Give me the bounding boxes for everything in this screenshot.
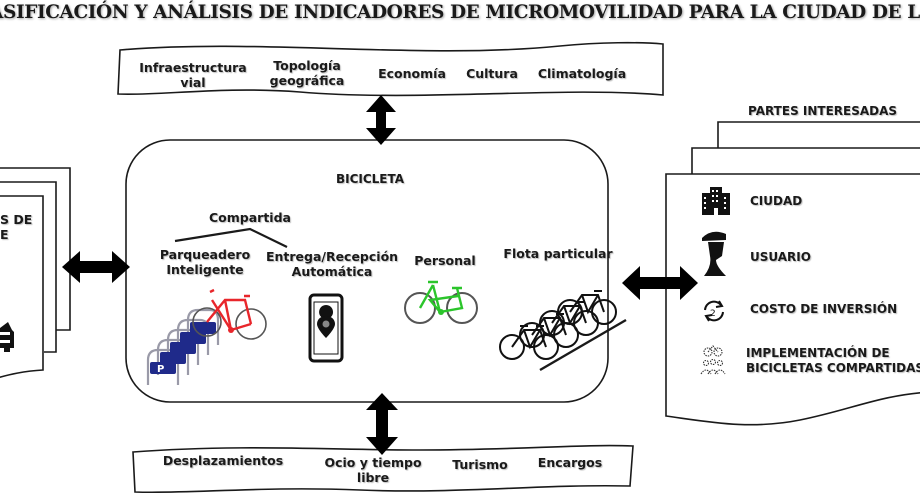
right-double-arrow	[622, 266, 698, 300]
fleet-label: Flota particular	[503, 246, 613, 261]
use-encargos: Encargos	[537, 455, 603, 470]
factor-label: Topología geográfica	[269, 58, 345, 88]
shared-smart-parking-label: Parqueadero Inteligente	[159, 247, 251, 277]
car-icon	[0, 322, 14, 352]
top-factors-banner	[117, 41, 664, 97]
svg-text:P: P	[157, 364, 164, 375]
stakeholder-city: CIUDAD	[750, 194, 803, 208]
bicycle-title: BICICLETA	[335, 172, 405, 186]
bottom-double-arrow	[366, 393, 398, 455]
diagram-title: CLASIFICACIÓN Y ANÁLISIS DE INDICADORES …	[0, 2, 920, 23]
stakeholder-user: USUARIO	[750, 250, 811, 264]
city-buildings-icon	[702, 187, 730, 215]
use-turismo: Turismo	[452, 457, 508, 472]
left-panel-label-line2: E	[0, 227, 9, 242]
factor-infraestructura-vial: Infraestructura vial	[138, 60, 248, 90]
factor-climatologia: Climatología	[537, 66, 627, 81]
personal-label: Personal	[414, 253, 476, 268]
cyclist-user-icon	[702, 231, 726, 276]
use-desplazamientos: Desplazamientos	[162, 453, 284, 468]
bicycle-panel	[125, 139, 609, 403]
stakeholder-investment-cost: COSTO DE INVERSIÓN	[750, 302, 898, 316]
bicycle-fleet-icon	[499, 290, 617, 360]
svg-text:2: 2	[710, 309, 716, 319]
shared-label: Compartida	[209, 210, 291, 225]
investment-cycle-icon: 2	[704, 300, 724, 322]
left-panel-label-line1: S DE	[0, 212, 33, 227]
shared-bikes-people-icon	[700, 345, 726, 375]
use-ocio-tiempo-libre: Ocio y tiempo libre	[324, 455, 422, 485]
shared-branch-lines	[174, 227, 288, 248]
left-panel-label: S DE E	[0, 212, 40, 242]
factor-label: Infraestructura vial	[139, 60, 247, 90]
stakeholder-shared-bike-implementation: IMPLEMENTACIÓN DE BICICLETAS COMPARTIDAS	[746, 346, 920, 375]
smartphone-location-icon	[308, 293, 344, 363]
left-double-arrow	[62, 251, 130, 283]
stakeholders-heading: PARTES INTERESADAS	[748, 104, 898, 118]
top-double-arrow	[366, 95, 396, 145]
factor-topologia-geografica: Topología geográfica	[262, 58, 352, 88]
shared-automatic-delivery-label: Entrega/Recepción Automática	[265, 249, 399, 279]
bottom-uses-banner	[132, 444, 634, 494]
green-bicycle-icon	[404, 280, 478, 324]
factor-economia: Economía	[378, 66, 446, 81]
bike-parking-rack-icon: P	[146, 288, 267, 385]
factor-cultura: Cultura	[466, 66, 518, 81]
right-document-stack	[665, 121, 920, 426]
left-document-stack	[0, 167, 71, 378]
